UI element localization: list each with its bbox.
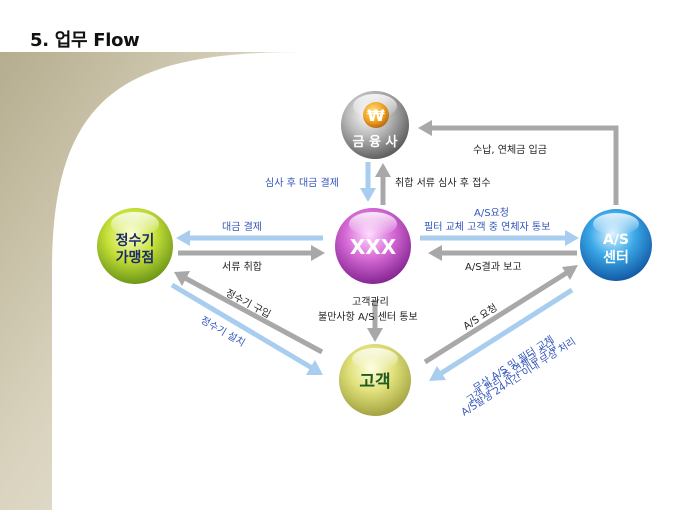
label-xxx-to-dealer: 대금 결제	[222, 221, 262, 233]
label-dealer-to-xxx: 서류 취합	[222, 261, 262, 273]
dealer-label-line2: 가맹점	[116, 249, 155, 266]
arrow-as-to-finance	[418, 120, 619, 205]
arrow-finance-to-xxx	[360, 162, 376, 202]
as-center-label-line1: A/S	[603, 232, 629, 248]
node-as-center: A/S 센터	[580, 209, 652, 281]
arrow-dealer-to-xxx	[178, 245, 325, 261]
label-as-to-xxx: A/S결과 보고	[465, 261, 522, 273]
as-center-label-line2: 센터	[603, 250, 629, 266]
won-symbol: ₩	[367, 106, 385, 125]
arrow-dealer-to-customer	[170, 282, 323, 375]
arrow-customer-to-dealer	[174, 271, 324, 355]
arrow-customer-to-as	[423, 265, 578, 365]
node-customer: 고객	[339, 344, 411, 416]
arrow-xxx-to-as	[420, 230, 579, 246]
dealer-label-line1: 정수기	[116, 232, 155, 249]
label-as-to-finance: 수납, 연체금 입금	[473, 143, 547, 156]
node-finance: ₩ 금 융 사	[341, 91, 409, 159]
arrow-as-to-customer	[429, 287, 574, 381]
label-xxx-to-finance: 취합 서류 심사 후 접수	[395, 177, 491, 189]
label-dealer-to-customer: 정수기 설치	[199, 314, 248, 349]
node-xxx: XXX	[335, 208, 411, 284]
xxx-label: XXX	[350, 235, 397, 259]
label-xxx-to-as-line2: 필터 교체 고객 중 연체자 통보	[424, 221, 550, 233]
arrow-xxx-to-dealer	[176, 230, 323, 246]
label-finance-to-xxx: 심사 후 대금 결제	[265, 177, 339, 189]
finance-label: 금 융 사	[353, 134, 398, 150]
page-title: 5. 업무 Flow	[30, 30, 140, 51]
arrow-xxx-to-finance	[375, 163, 391, 205]
arrow-as-to-xxx	[428, 245, 577, 261]
arrow-customer-to-xxx	[367, 300, 383, 342]
label-customer-to-xxx-line1: 고객관리	[352, 296, 389, 308]
node-dealer: 정수기 가맹점	[97, 208, 173, 284]
label-customer-to-xxx-line2: 불만사항 A/S 센터 통보	[318, 311, 418, 323]
customer-label: 고객	[359, 372, 390, 392]
coin-icon	[363, 102, 389, 128]
label-xxx-to-as-line1: A/S요청	[474, 207, 509, 219]
